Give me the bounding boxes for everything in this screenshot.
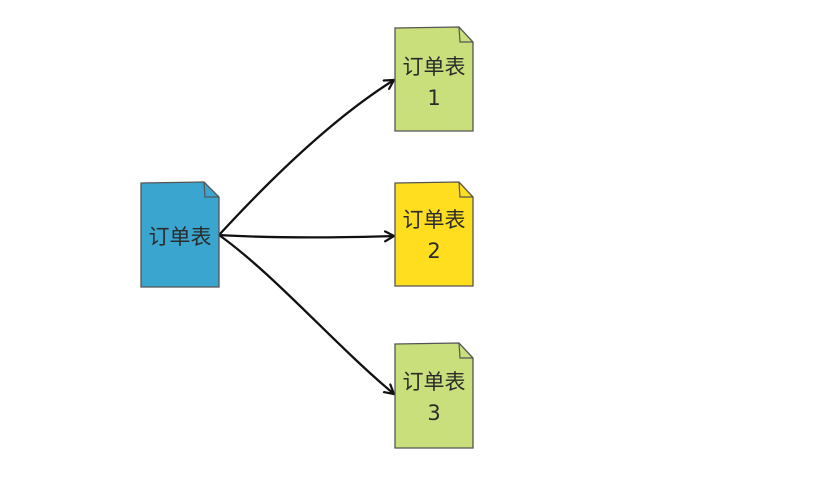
target-2-label-line1: 订单表 (403, 208, 466, 232)
target-3-document-fold (458, 342, 473, 359)
target-1-document-shape (394, 26, 474, 132)
target-3-document-shape (394, 342, 474, 449)
source-table-document: 订单表 (140, 181, 220, 288)
target-2-label-line2: 2 (427, 239, 440, 263)
arrows (217, 78, 396, 396)
source-document-fold (203, 181, 219, 198)
target-3-label-line1: 订单表 (403, 370, 466, 394)
target-3-label-line2: 3 (427, 401, 440, 425)
target-1-label-line2: 1 (427, 86, 440, 110)
source-table-label: 订单表 (149, 225, 212, 249)
target-1-label-line1: 订单表 (403, 55, 466, 79)
target-table-3-document: 订单表 3 (394, 342, 474, 449)
target-table-2-document: 订单表 2 (394, 181, 474, 287)
target-table-1-document: 订单表 1 (394, 26, 474, 132)
arrow-to-table-3 (217, 233, 396, 396)
arrow-to-table-1 (217, 78, 396, 237)
target-2-document-fold (458, 181, 473, 198)
arrow-to-table-2 (217, 235, 396, 237)
target-1-document-fold (458, 26, 473, 43)
target-2-document-shape (394, 181, 474, 287)
source-document-shape (140, 181, 220, 288)
